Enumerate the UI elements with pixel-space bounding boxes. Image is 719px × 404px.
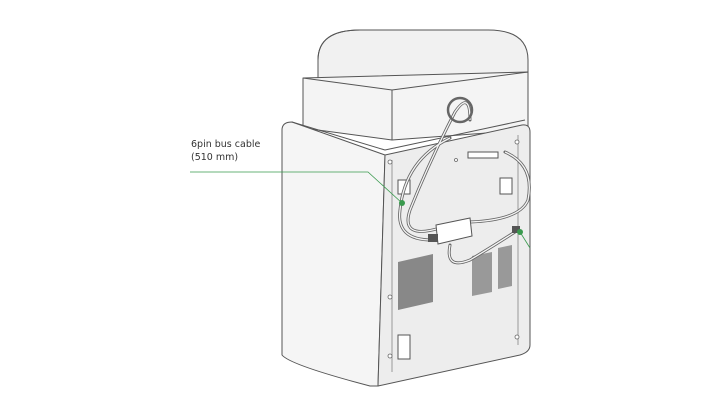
body-right-face xyxy=(377,124,531,387)
cable-coil xyxy=(446,96,474,124)
callout-dot xyxy=(399,200,405,206)
callout-label: 6pin bus cable (510 mm) xyxy=(191,138,260,164)
callout-length: (510 mm) xyxy=(191,152,239,163)
callout-leader-line xyxy=(190,171,403,204)
callout-dot-2 xyxy=(517,229,523,235)
callout-title: 6pin bus cable xyxy=(191,139,261,150)
door-small xyxy=(397,334,411,360)
vent-grille-right xyxy=(472,245,512,296)
slot-top xyxy=(467,151,499,159)
callout-leader-line-2 xyxy=(519,231,531,249)
body-left-face xyxy=(281,121,386,387)
lid-base xyxy=(302,71,529,141)
port-right xyxy=(499,177,513,195)
vent-grille-left xyxy=(398,254,433,310)
